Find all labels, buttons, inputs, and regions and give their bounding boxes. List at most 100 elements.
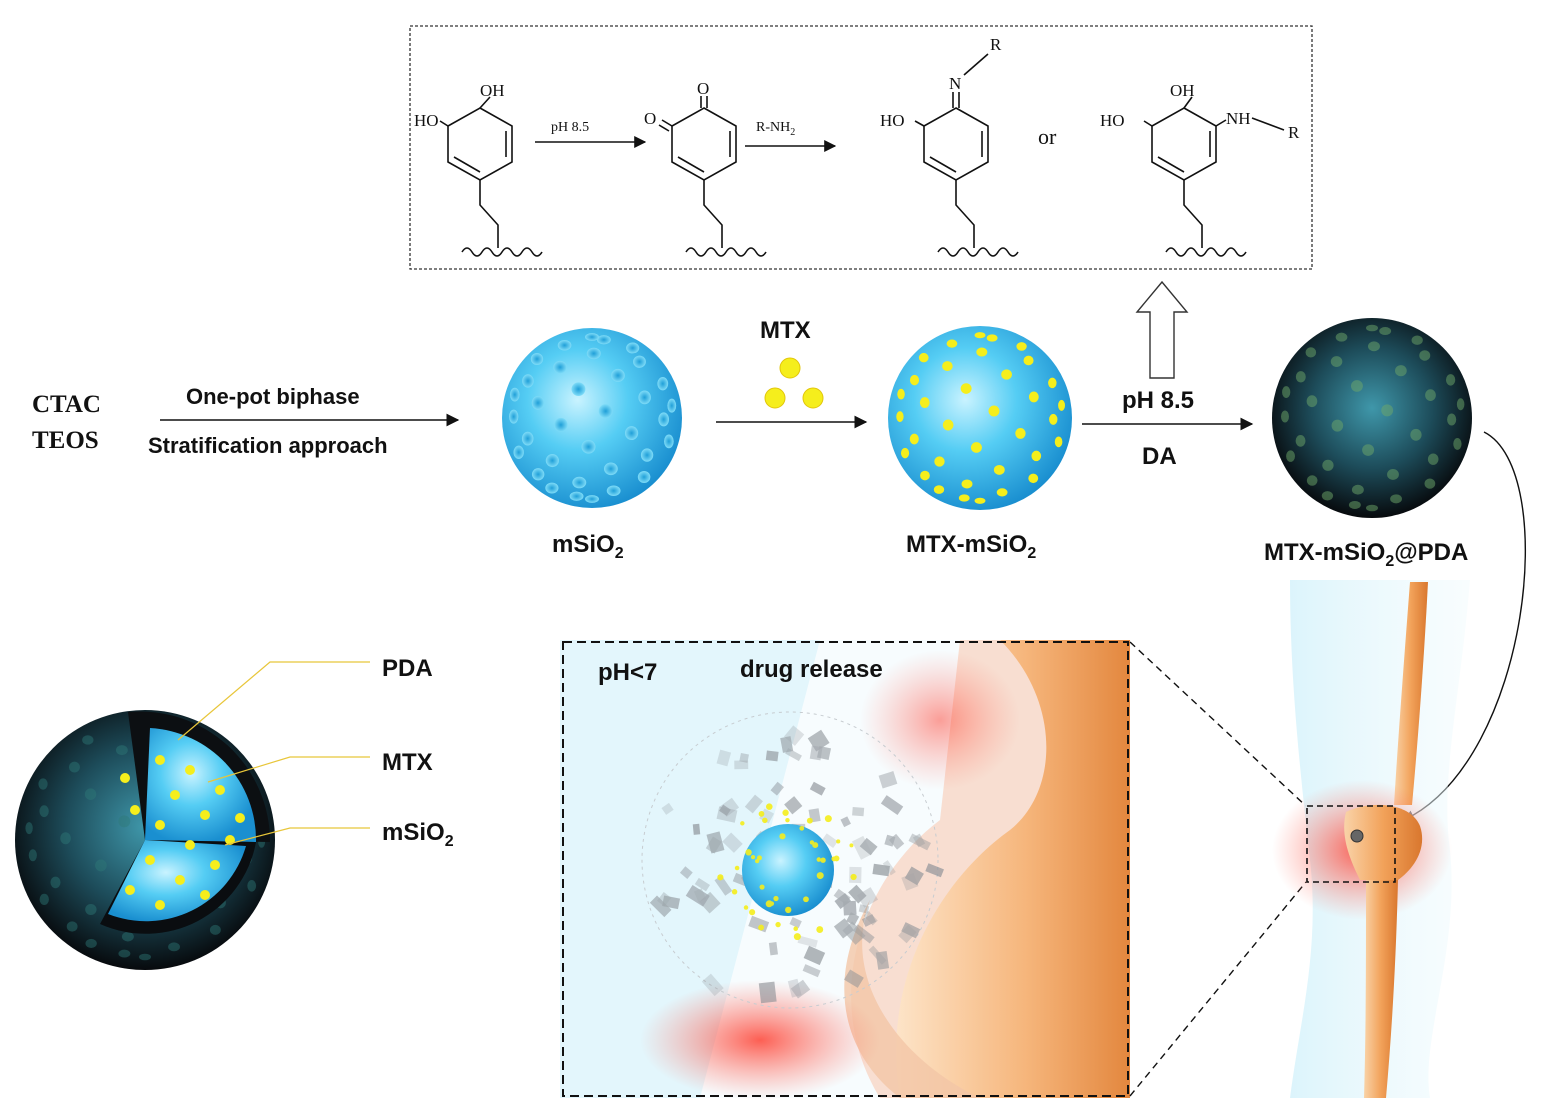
- msio2-nanoparticle: [502, 328, 682, 508]
- pda-shell-fragment: [882, 860, 896, 876]
- knee-joint-illustration: [1272, 580, 1470, 1098]
- core-drug-dot: [145, 855, 155, 865]
- pda-shell-fragment: [744, 794, 763, 814]
- shell-pore: [25, 822, 33, 835]
- coated-pore: [1379, 327, 1392, 336]
- shell-pore: [139, 953, 151, 961]
- coated-pore: [1427, 453, 1439, 465]
- step3-bottom-label: DA: [1142, 443, 1177, 470]
- pda-shell-fragment: [834, 893, 852, 909]
- schiff-r-label: R: [990, 35, 1002, 54]
- coated-pore: [1456, 398, 1465, 411]
- released-drug-dot: [750, 855, 756, 860]
- coated-pore: [1348, 500, 1361, 509]
- pda-shell-fragment: [875, 951, 890, 970]
- coated-pore: [1395, 365, 1407, 377]
- released-drug-dot: [782, 809, 789, 816]
- coated-pore: [1280, 410, 1289, 423]
- released-drug-dot: [755, 859, 760, 864]
- pda-shell-fragment: [868, 945, 887, 965]
- pda-shell-fragment: [679, 866, 693, 879]
- core-drug-dot: [235, 813, 245, 823]
- shell-pore: [168, 942, 180, 952]
- released-drug-dot: [734, 865, 740, 871]
- mtx-loaded-pore: [1015, 427, 1026, 439]
- adduct-nh-label: NH: [1226, 109, 1251, 128]
- pda-shell-fragment: [768, 942, 778, 956]
- core-drug-dot: [170, 790, 180, 800]
- mtx-msio2-pda-label: MTX-mSiO2@PDA: [1264, 539, 1468, 570]
- pda-shell-fragment: [904, 866, 924, 886]
- scheme-or-label: or: [1038, 124, 1057, 149]
- mtx-loaded-pore: [933, 485, 945, 494]
- mtx-loaded-pore: [919, 397, 930, 409]
- coated-pore: [1366, 504, 1378, 512]
- mtx-loaded-pore: [942, 361, 953, 372]
- mtx-loaded-pore: [976, 347, 988, 357]
- pda-shell-fragment: [821, 833, 838, 848]
- coated-pore: [1330, 356, 1343, 367]
- pda-shell-fragment: [783, 725, 805, 746]
- released-drug-dot: [850, 873, 857, 881]
- released-drug-dot: [812, 842, 819, 849]
- pda-shell-fragment: [859, 837, 878, 856]
- silica-pore: [572, 476, 587, 489]
- pda-shell-fragment: [789, 917, 802, 929]
- quinone-molecule: [658, 96, 767, 257]
- shell-pore: [38, 778, 48, 790]
- quinone-o-top: O: [697, 79, 709, 98]
- pda-shell-fragment: [661, 802, 674, 815]
- mtx-loaded-pore: [1016, 342, 1027, 351]
- pda-shell-fragment: [858, 904, 870, 914]
- silica-pore: [569, 491, 584, 501]
- mtx-loaded-pore: [988, 405, 1000, 417]
- mtx-loaded-pore: [900, 447, 910, 459]
- shell-pore: [28, 849, 37, 862]
- coated-pore: [1447, 413, 1457, 426]
- released-drug-dot: [806, 817, 813, 824]
- mtx-loaded-pore: [970, 442, 982, 453]
- shell-pore: [60, 832, 71, 845]
- core-drug-dot: [125, 885, 135, 895]
- pda-shell-fragment: [888, 833, 905, 850]
- pda-shell-fragment: [692, 823, 701, 835]
- coated-pore: [1387, 469, 1399, 480]
- pda-shell-fragment: [716, 749, 732, 767]
- released-drug-dot: [793, 926, 799, 932]
- step3-top-label: pH 8.5: [1122, 387, 1194, 414]
- pda-shell-fragment: [802, 964, 821, 978]
- layer-msio2-label: mSiO2: [382, 819, 454, 850]
- pda-shell-fragment: [719, 804, 731, 816]
- shell-pore: [69, 761, 80, 773]
- pda-shell-fragment: [797, 935, 818, 948]
- mtx-loaded-pore: [986, 334, 998, 342]
- core-drug-dot: [200, 890, 210, 900]
- coated-pore: [1453, 438, 1462, 450]
- silica-pore: [557, 340, 572, 351]
- silica-pore: [657, 376, 669, 391]
- mtx-drug-label: MTX: [760, 317, 811, 344]
- zoom-connectors: [1129, 641, 1307, 1097]
- released-drug-dot: [803, 896, 809, 903]
- scheme-arrow-ph-label: pH 8.5: [551, 120, 589, 135]
- mtx-loaded-pore: [896, 411, 904, 423]
- released-drug-dot: [779, 833, 786, 840]
- pda-shell-fragment: [816, 745, 832, 760]
- pda-shell-fragment: [912, 833, 926, 848]
- pda-shell-fragment: [901, 873, 919, 891]
- quinone-o-left: O: [644, 109, 656, 128]
- reagent-teos: TEOS: [32, 427, 99, 454]
- released-drug-dot: [833, 855, 840, 862]
- drug-release-panel: [560, 640, 1130, 1100]
- mtx-msio2-label: MTX-mSiO2: [906, 531, 1036, 562]
- coated-pore: [1411, 335, 1423, 345]
- silica-pore: [637, 471, 651, 484]
- silica-pore: [667, 398, 677, 413]
- coated-pore: [1446, 374, 1456, 386]
- reagent-ctac: CTAC: [32, 391, 101, 418]
- released-drug-dot: [816, 926, 824, 933]
- shell-pore: [82, 735, 94, 745]
- silica-pore: [522, 374, 534, 388]
- silica-pore: [553, 360, 567, 374]
- released-drug-dot: [717, 874, 724, 881]
